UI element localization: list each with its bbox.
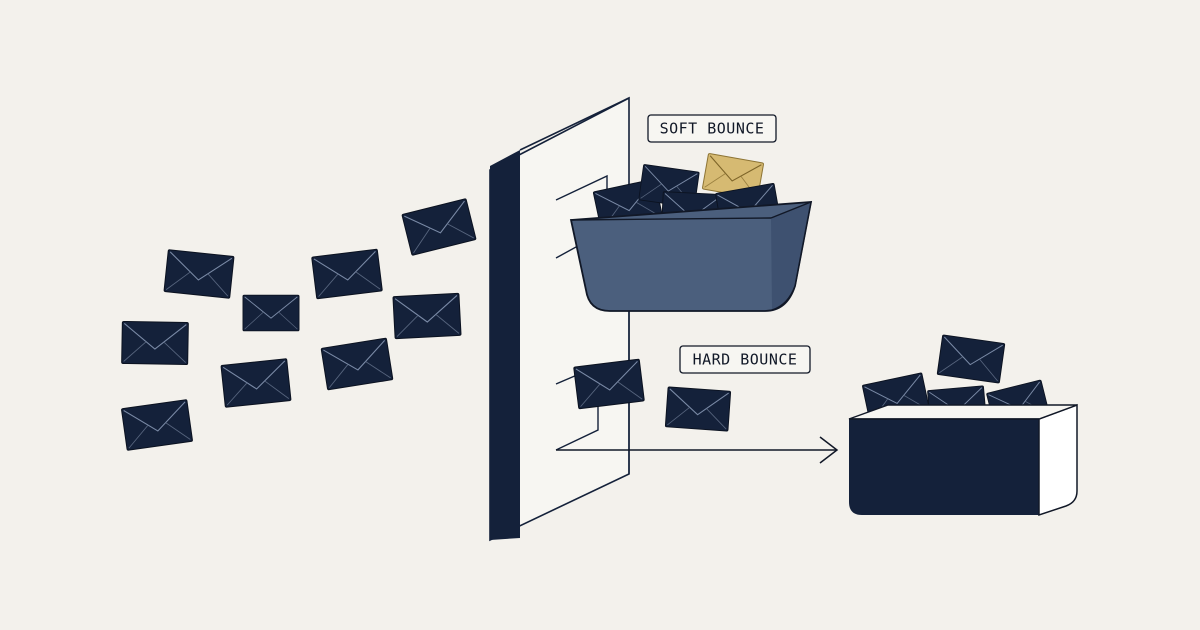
envelope-icon bbox=[220, 358, 292, 408]
envelope-icon bbox=[242, 294, 300, 332]
soft-bounce-bin bbox=[569, 152, 813, 312]
hard-bounce-bin bbox=[848, 334, 1078, 517]
arrow-right-icon bbox=[556, 436, 839, 464]
hard-bounce-text: HARD BOUNCE bbox=[693, 351, 798, 369]
soft-bounce-text: SOFT BOUNCE bbox=[660, 120, 765, 138]
envelope-icon bbox=[664, 386, 732, 432]
envelope-icon bbox=[392, 292, 462, 340]
envelope-icon bbox=[320, 337, 394, 391]
hard-bounce-label: HARD BOUNCE bbox=[679, 345, 811, 374]
soft-bounce-label: SOFT BOUNCE bbox=[647, 114, 777, 143]
envelope-icon bbox=[936, 334, 1006, 384]
incoming-emails bbox=[120, 198, 477, 451]
envelope-icon bbox=[121, 320, 189, 366]
envelope-icon bbox=[120, 399, 194, 451]
envelope-icon bbox=[573, 358, 645, 410]
envelope-icon bbox=[163, 249, 235, 299]
mail-server-wall bbox=[489, 96, 630, 542]
envelope-icon bbox=[401, 198, 477, 256]
envelope-icon bbox=[311, 248, 383, 300]
